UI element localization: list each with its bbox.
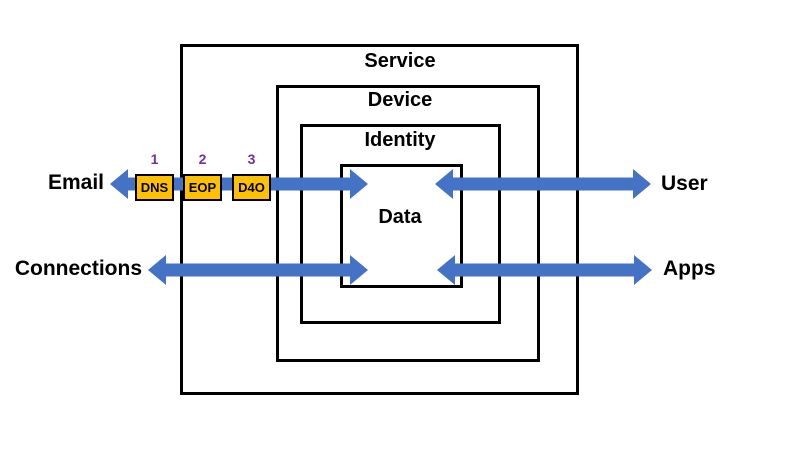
d4o-filter-box: D4O bbox=[232, 174, 271, 201]
apps-label: Apps bbox=[663, 257, 716, 280]
step-number-2: 2 bbox=[198, 151, 207, 167]
data-layer-label: Data bbox=[378, 206, 422, 228]
email-label: Email bbox=[47, 171, 104, 194]
identity-layer-box bbox=[300, 124, 501, 324]
apps-arrow bbox=[437, 255, 652, 285]
step-number-3: 3 bbox=[247, 151, 256, 167]
device-layer-box bbox=[276, 85, 540, 362]
eop-filter-box: EOP bbox=[183, 174, 222, 201]
dns-filter-box: DNS bbox=[135, 174, 174, 201]
user-arrow bbox=[435, 169, 651, 199]
service-layer-box bbox=[180, 44, 579, 395]
step-number-1: 1 bbox=[150, 151, 159, 167]
service-layer-label: Service bbox=[364, 50, 436, 72]
connections-arrow bbox=[148, 255, 368, 285]
data-layer-box bbox=[340, 164, 463, 288]
connections-label: Connections bbox=[14, 257, 142, 280]
device-layer-label: Device bbox=[367, 89, 433, 111]
user-label: User bbox=[661, 172, 708, 195]
identity-layer-label: Identity bbox=[364, 129, 436, 151]
